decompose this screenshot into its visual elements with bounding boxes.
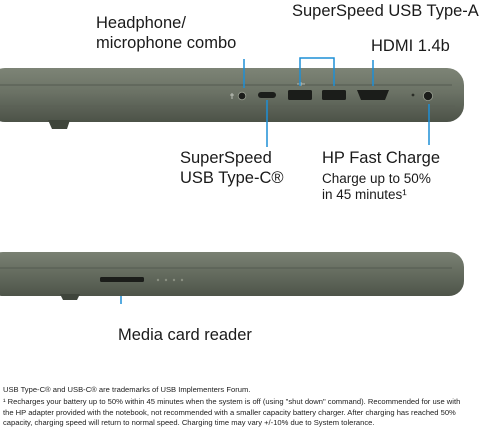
footnote-charge-2: the HP adapter provided with the noteboo… (3, 407, 456, 417)
usb-a-port-2 (322, 90, 346, 100)
footnote-charge-3: capacity, charging speed will return to … (3, 418, 375, 427)
label-usb-c: SuperSpeed USB Type-C® (180, 149, 284, 188)
chassis-body-left (0, 252, 464, 296)
label-fast-charge-detail-1: Charge up to 50% (322, 171, 431, 186)
vent-dot (164, 278, 168, 282)
power-port (422, 91, 433, 102)
vent-dot (172, 278, 176, 282)
label-media-card: Media card reader (118, 326, 252, 344)
footnote-charge-1: ¹ Recharges your battery up to 50% withi… (3, 397, 461, 406)
hdmi-port (357, 90, 389, 100)
rubber-foot (48, 120, 70, 129)
label-headphone-line2: microphone combo (96, 34, 237, 52)
laptop-side-left (0, 252, 464, 300)
usb-c-port (258, 92, 276, 98)
vent-dot (156, 278, 160, 282)
charge-led (411, 93, 415, 97)
rubber-foot-left (60, 294, 80, 300)
laptop-side-right (0, 68, 464, 129)
label-headphone-line1: Headphone/ (96, 14, 186, 32)
usb-icon (297, 82, 305, 86)
label-headphone: Headphone/ microphone combo (96, 14, 236, 53)
label-usb-c-line1: SuperSpeed (180, 149, 272, 167)
label-usb-a: SuperSpeed USB Type-A (292, 2, 479, 20)
footnote-trademark: USB Type-C® and USB-C® are trademarks of… (3, 385, 251, 394)
audio-jack (237, 91, 247, 101)
label-usb-c-line2: USB Type-C® (180, 169, 284, 187)
label-fast-charge-title: HP Fast Charge (322, 149, 440, 167)
headphone-icon (230, 93, 234, 99)
label-fast-charge: HP Fast Charge Charge up to 50% in 45 mi… (322, 149, 440, 202)
callout-usb-a (299, 57, 335, 86)
label-hdmi: HDMI 1.4b (371, 37, 450, 55)
sd-card-slot (100, 277, 144, 282)
label-fast-charge-detail-2: in 45 minutes¹ (322, 187, 407, 202)
usb-a-port-1 (288, 90, 312, 100)
vent-dot (180, 278, 184, 282)
